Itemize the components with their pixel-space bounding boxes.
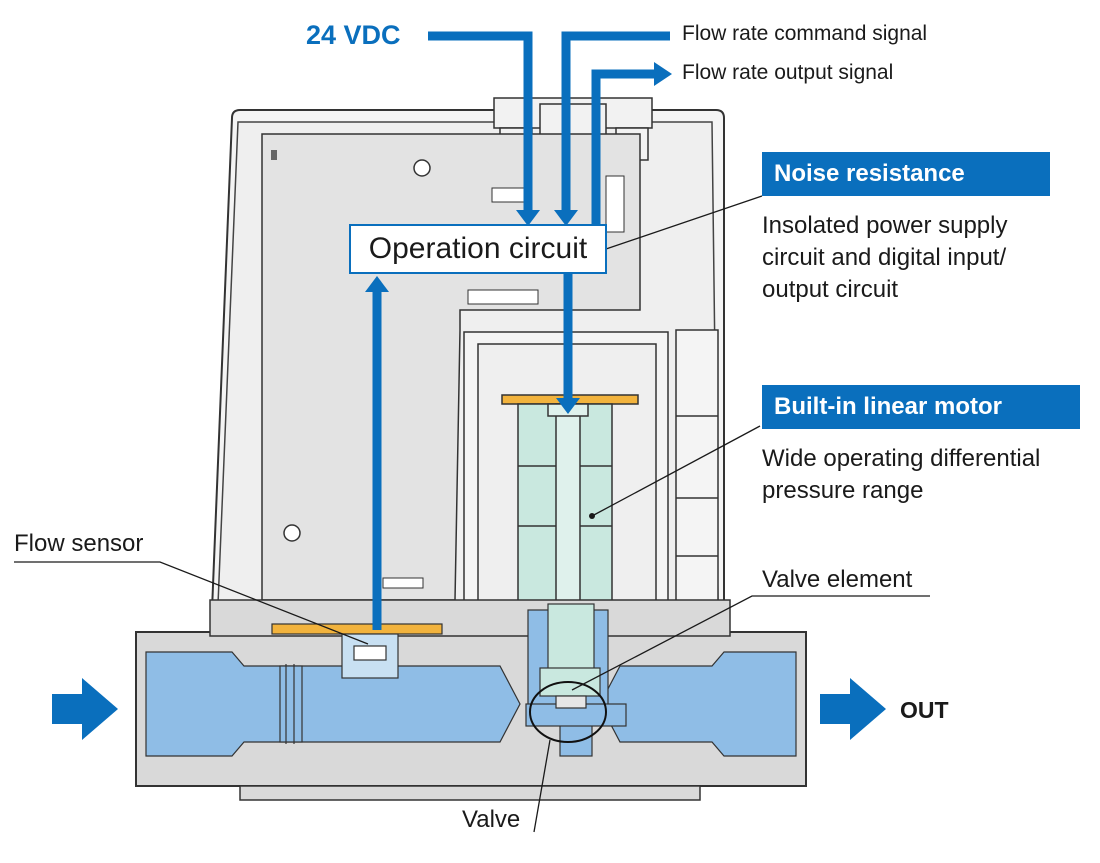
noise-line-1: Insolated power supply [762, 212, 1008, 239]
valve-element-leader [571, 595, 930, 691]
command-signal-label: Flow rate command signal [682, 22, 928, 45]
motor-leader-dot [589, 513, 595, 519]
noise-leader [605, 195, 763, 250]
valve-label: Valve [462, 806, 521, 833]
sensor-assembly [271, 623, 443, 679]
linear-motor-description: Wide operating differential pressure ran… [762, 443, 1040, 507]
out-label: OUT [900, 697, 949, 723]
valve-element-label: Valve element [762, 566, 913, 593]
noise-line-3: output circuit [762, 276, 899, 303]
motor-line-2: pressure range [762, 477, 924, 504]
signal-lines [372, 31, 670, 630]
valve-element [539, 603, 601, 709]
sensor-arrowhead [365, 276, 389, 292]
noise-resistance-description: Insolated power supply circuit and digit… [762, 210, 1007, 306]
flow-sensor-label: Flow sensor [14, 530, 144, 557]
inflow-arrow [52, 678, 118, 740]
motor-arrowhead [556, 398, 580, 414]
supply-line [428, 31, 533, 214]
outflow-arrow [820, 678, 886, 740]
motor-line-1: Wide operating differential [762, 445, 1041, 472]
leader-lines [14, 195, 930, 833]
linear-motor-tag: Built-in linear motor [762, 385, 1080, 429]
flow-sensor-leader [14, 561, 369, 645]
noise-resistance-tag: Noise resistance [762, 152, 1050, 196]
operation-circuit-box: Operation circuit [349, 224, 607, 274]
motor-leader [591, 425, 761, 517]
signal-arrowheads [365, 62, 672, 414]
noise-line-2: circuit and digital input/ [762, 244, 1007, 271]
flow-arrows [52, 678, 886, 740]
output-arrowhead [654, 62, 672, 86]
command-signal-line [561, 31, 670, 214]
noise-resistance-title: Noise resistance [774, 160, 965, 187]
valve-leader [533, 739, 551, 833]
valve-highlight-ring [529, 681, 607, 743]
operation-circuit-label: Operation circuit [368, 232, 588, 265]
linear-motor-title: Built-in linear motor [774, 393, 1002, 420]
output-signal-line [591, 69, 656, 224]
supply-arrowhead [516, 210, 540, 226]
output-signal-label: Flow rate output signal [682, 61, 894, 84]
command-arrowhead [554, 210, 578, 226]
supply-label: 24 VDC [306, 20, 401, 50]
